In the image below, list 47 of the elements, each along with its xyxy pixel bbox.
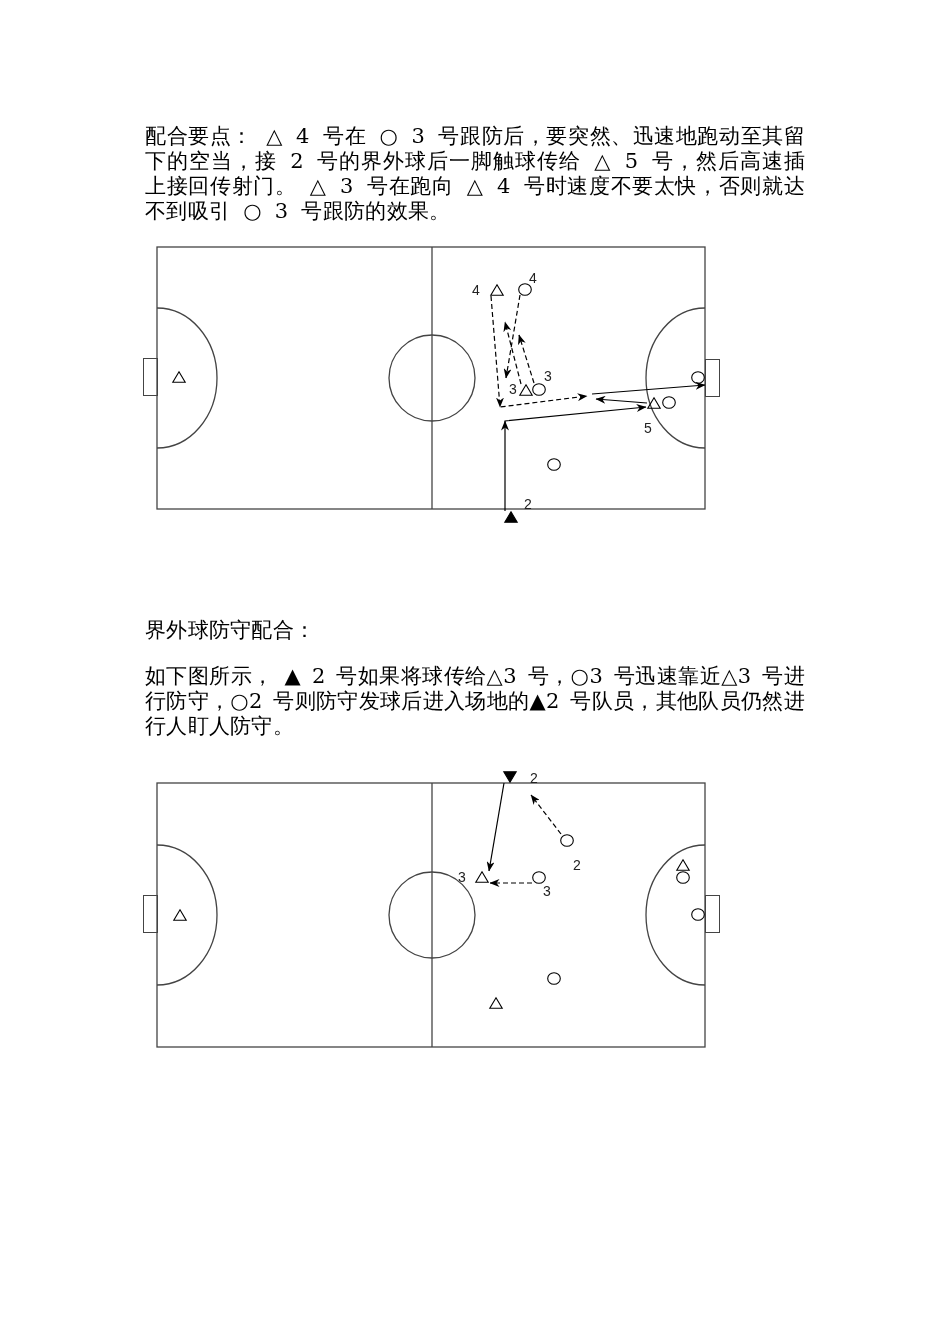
circle-marker bbox=[547, 457, 561, 471]
dashed-arrow bbox=[503, 321, 522, 385]
arrow bbox=[591, 381, 706, 395]
paragraph: 如下图所示， ▲ 2 号如果将球传给△3 号，○3 号迅速靠近△3 号进行防守，○2 号则防守发球后进入场地的▲2 号队员，其他队员仍然进行人盯人防守。 bbox=[145, 664, 805, 739]
goal-frame bbox=[142, 358, 158, 396]
arrow bbox=[501, 404, 647, 512]
dashed-arrow bbox=[490, 295, 588, 408]
triangle-marker bbox=[647, 397, 661, 409]
player-number: 5 bbox=[644, 421, 652, 435]
triangle-marker bbox=[172, 371, 186, 383]
circle-marker bbox=[532, 870, 546, 884]
circle-marker bbox=[691, 370, 705, 384]
triangle-marker bbox=[475, 871, 489, 883]
triangle-marker bbox=[489, 997, 503, 1009]
triangle-marker bbox=[676, 859, 690, 871]
arrow bbox=[595, 395, 648, 404]
circle-marker bbox=[518, 282, 532, 296]
player-number: 2 bbox=[524, 497, 532, 511]
arrow bbox=[486, 782, 505, 872]
section-heading: 界外球防守配合： bbox=[145, 618, 317, 643]
player-number: 3 bbox=[458, 870, 466, 884]
circle-marker bbox=[547, 971, 561, 985]
circle-marker bbox=[532, 382, 546, 396]
player-number: 4 bbox=[472, 283, 480, 297]
dashed-arrow bbox=[530, 794, 562, 835]
player-number: 3 bbox=[509, 382, 517, 396]
circle-marker bbox=[560, 833, 574, 847]
goal-frame bbox=[704, 359, 720, 397]
player-number: 2 bbox=[530, 771, 538, 785]
circle-marker bbox=[691, 907, 705, 921]
paragraph: 配合要点： △ 4 号在 ○ 3 号跟防后，要突然、迅速地跑动至其留下的空当，接 2 号的界外球后一脚触球传给 △ 5 号，然后高速插上接回传射门。 △ 3 号在跑向 △ 4 号时速度不要太快，否则就达不到吸引 ○ 3 号跟防的效果。 bbox=[145, 124, 805, 224]
circle-marker bbox=[676, 870, 690, 884]
dashed-arrow bbox=[518, 334, 535, 384]
dashed-arrow bbox=[503, 294, 521, 379]
goal-frame bbox=[704, 895, 720, 933]
player-number: 4 bbox=[529, 271, 537, 285]
player-number: 3 bbox=[543, 884, 551, 898]
triangle-marker bbox=[173, 909, 187, 921]
filled-triangle-marker bbox=[504, 511, 518, 523]
goal-frame bbox=[142, 895, 158, 933]
circle-marker bbox=[662, 395, 676, 409]
filled-triangle-marker bbox=[503, 771, 517, 783]
player-number: 3 bbox=[544, 369, 552, 383]
player-number: 2 bbox=[573, 858, 581, 872]
dashed-arrow bbox=[489, 879, 533, 887]
triangle-marker bbox=[490, 284, 504, 296]
triangle-marker bbox=[519, 384, 533, 396]
